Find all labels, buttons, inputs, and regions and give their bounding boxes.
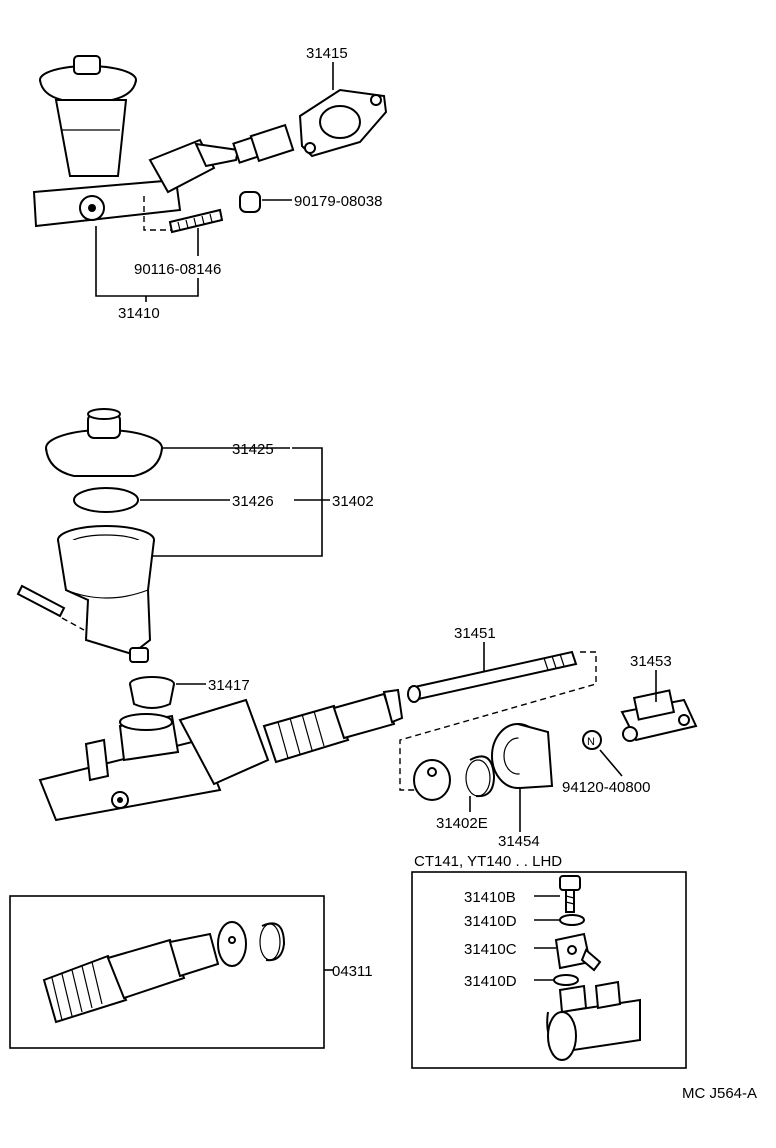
label-31426: 31426 [232,493,274,510]
label-90116-08146: 90116-08146 [134,261,221,278]
label-31402e: 31402E [436,815,488,832]
label-31453: 31453 [630,653,672,670]
drawing-code: MC J564-A [682,1085,757,1102]
lhd-box [411,871,687,1069]
leaders-top [95,62,334,302]
label-31410: 31410 [118,305,160,322]
label-04311: 04311 [332,963,373,980]
note-lhd: CT141, YT140 . . LHD [414,853,562,870]
label-94120-40800: 94120-40800 [562,779,650,796]
svg-text:N: N [587,736,595,748]
label-31451: 31451 [454,625,496,642]
leaders-lhd [534,895,560,981]
label-31417: 31417 [208,677,250,694]
label-31425: 31425 [232,441,274,458]
label-31410d-1: 31410D [464,913,517,930]
label-31410b: 31410B [464,889,516,906]
n-circle-icon [582,730,602,750]
label-90179-08038: 90179-08038 [294,193,382,210]
label-31454: 31454 [498,833,540,850]
label-31415: 31415 [306,45,348,62]
label-31410d-2: 31410D [464,973,517,990]
label-31410c: 31410C [464,941,517,958]
master-cylinder-assembly-top [32,55,388,234]
reservoir-exploded [16,408,175,709]
label-31402: 31402 [332,493,374,510]
leaders-exploded [140,447,657,832]
cylinder-body-exploded: N [38,650,698,822]
repair-kit-box [9,895,334,1049]
